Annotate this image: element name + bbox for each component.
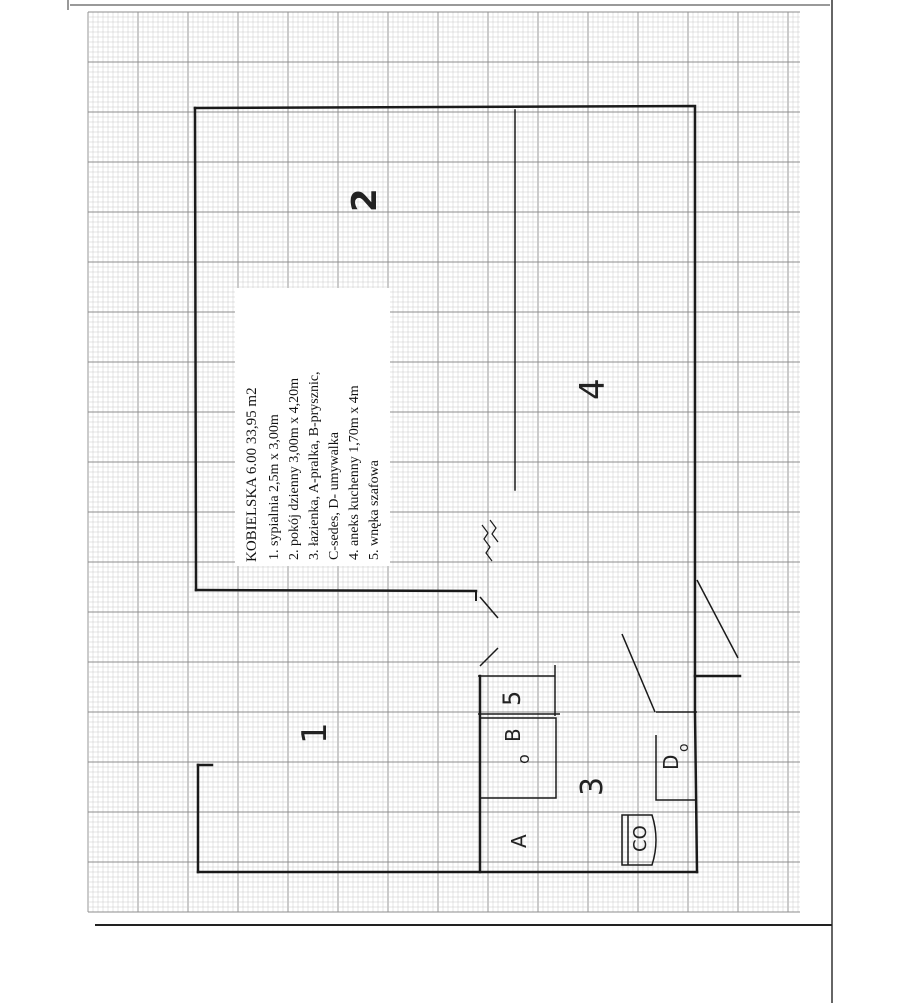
legend-title: KOBIELSKA 6.00 33,95 m2 bbox=[244, 387, 260, 562]
outer-wall-top-right bbox=[193, 104, 697, 678]
shower-outline bbox=[479, 717, 557, 799]
door-swings bbox=[479, 579, 739, 713]
fixture-label-b: B bbox=[501, 728, 525, 742]
legend: KOBIELSKA 6.00 33,95 m2 1. sypialnia 2,5… bbox=[235, 288, 390, 566]
sink-outline bbox=[655, 711, 697, 801]
legend-box bbox=[235, 288, 390, 566]
door-swing-3 bbox=[696, 579, 739, 659]
graph-paper-grid bbox=[87, 11, 800, 913]
legend-item-4: 4. aneks kuchenny 1,70m x 4m bbox=[347, 385, 362, 560]
shower-drain-mark: o bbox=[514, 754, 533, 764]
door-swing-2 bbox=[479, 647, 499, 667]
door-swing-4 bbox=[621, 633, 656, 713]
legend-item-2: 2. pokój dzienny 3,00m x 4,20m bbox=[287, 378, 302, 560]
room-label-2: 2 bbox=[345, 188, 385, 212]
outer-wall-right-lower bbox=[693, 674, 742, 874]
legend-item-3b: C-sedes, D- umywalka bbox=[327, 431, 342, 560]
legend-item-1: 1. sypialnia 2,5m x 3,00m bbox=[267, 414, 282, 560]
room-label-5: 5 bbox=[498, 691, 526, 706]
wardrobe-niche bbox=[478, 665, 560, 716]
room-label-1: 1 bbox=[295, 722, 335, 744]
toilet-outline bbox=[621, 814, 657, 866]
wall-room2-bottom bbox=[194, 588, 478, 593]
room-label-3: 3 bbox=[575, 777, 610, 796]
fixture-label-a: A bbox=[507, 834, 531, 848]
door-swing-1 bbox=[479, 596, 499, 619]
fixture-label-c: CO bbox=[630, 825, 651, 852]
legend-item-3: 3. łazienka, A-pralka, B-prysznic, bbox=[307, 371, 322, 560]
legend-item-5: 5. wnęka szafowa bbox=[367, 459, 382, 560]
room-label-4: 4 bbox=[573, 378, 613, 400]
sink-drain-mark: o bbox=[676, 743, 692, 752]
fixture-label-d: D bbox=[659, 755, 683, 770]
outer-wall-left-upper bbox=[193, 106, 198, 592]
radiator-mark bbox=[481, 519, 499, 562]
